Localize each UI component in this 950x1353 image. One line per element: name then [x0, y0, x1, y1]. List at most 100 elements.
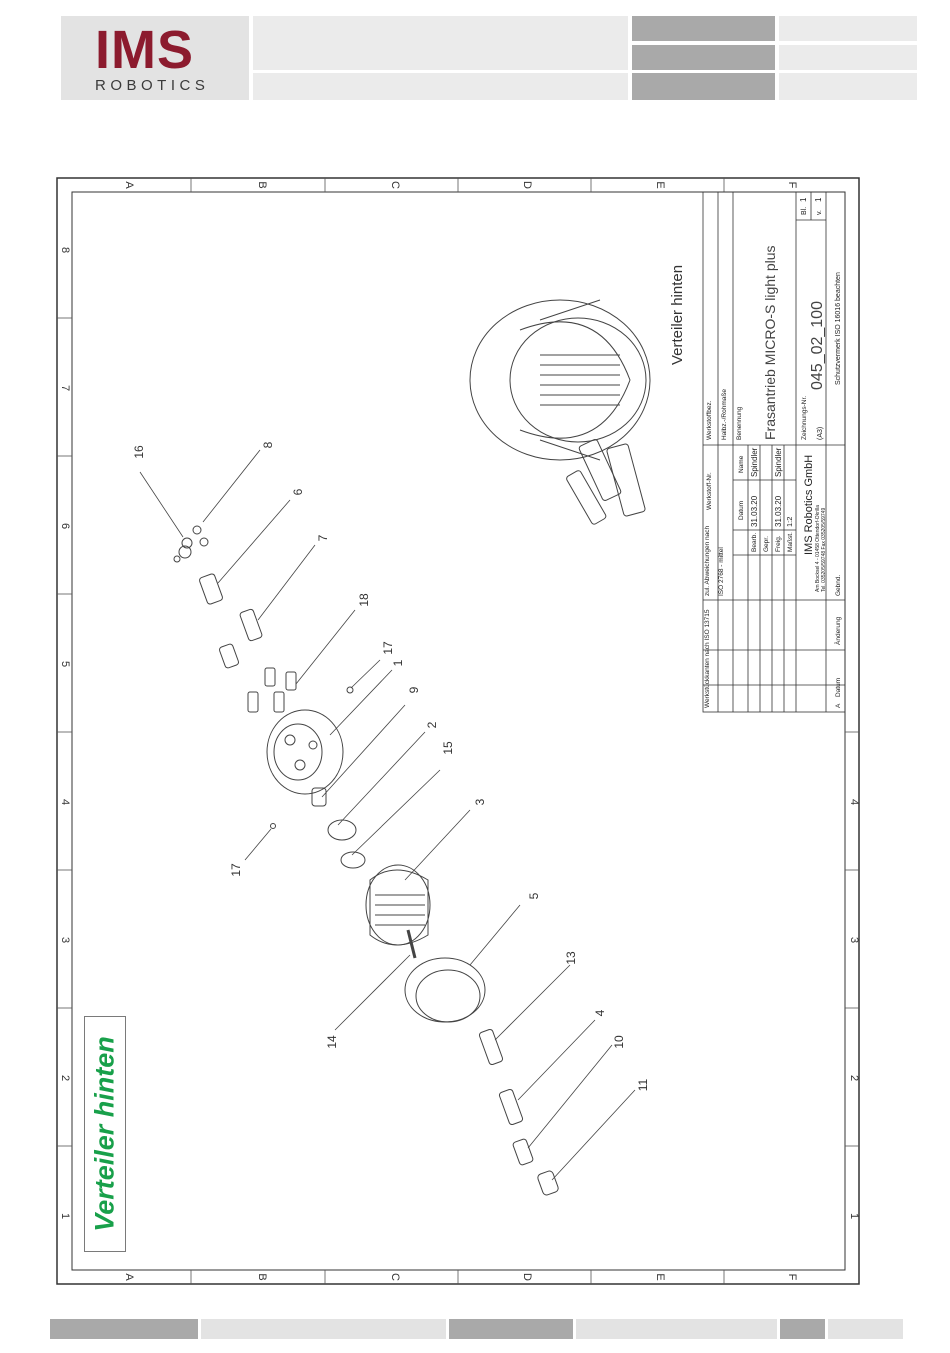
header-value-1	[779, 16, 917, 41]
header-field-3	[632, 73, 775, 100]
view-title: Verteiler hinten	[669, 265, 686, 365]
tb-scale-label: Maßst.	[787, 532, 794, 552]
tb-drawing-no: 045_02_100	[809, 301, 826, 390]
callout-13: 13	[564, 951, 578, 965]
callout-16: 16	[132, 445, 146, 459]
col-letter-a-bottom: A	[123, 1273, 135, 1281]
col-letter-e-bottom: E	[654, 1273, 666, 1280]
tb-material-label: Werkstoffbez.	[706, 400, 713, 440]
header-field-1	[632, 16, 775, 41]
tb-iso: ISO 2768 - mittel	[718, 547, 725, 596]
callout-11: 11	[636, 1078, 650, 1091]
col-letter-b: B	[256, 181, 268, 188]
tb-name-col: Name	[738, 455, 745, 473]
callout-2: 2	[425, 721, 439, 728]
row-number-4: 4	[59, 799, 71, 805]
callout-6: 6	[291, 488, 305, 495]
row-number-2: 2	[59, 1075, 71, 1081]
header-field-2	[632, 45, 775, 70]
col-letter-c: C	[389, 181, 401, 189]
footer-bar-6	[828, 1319, 903, 1339]
tb-title: Frasantrieb MICRO-S light plus	[762, 245, 778, 440]
col-letter-f-bottom: F	[786, 1274, 798, 1281]
tb-blank-label: Halbz.-/Rohmaße	[721, 389, 728, 440]
callout-17a: 17	[381, 641, 395, 655]
callout-4: 4	[593, 1009, 607, 1016]
tb-rev-change: Änderung	[834, 616, 842, 645]
footer-bar-2	[201, 1319, 446, 1339]
callout-15: 15	[441, 741, 455, 755]
callout-17b: 17	[229, 863, 243, 877]
footer-bar-3	[449, 1319, 573, 1339]
callout-9: 9	[407, 686, 421, 693]
footer-bar-1	[50, 1319, 198, 1339]
tb-tol-label: zul. Abweichungen nach	[704, 526, 711, 596]
row-number-7: 7	[59, 385, 71, 391]
logo-wordmark: IMS	[95, 20, 195, 80]
col-letter-e: E	[654, 181, 666, 188]
callout-7: 7	[316, 534, 330, 541]
side-label-box: Verteiler hinten	[84, 1016, 126, 1252]
tb-format: (A3)	[817, 427, 824, 440]
tb-date-col: Datum	[738, 501, 745, 520]
tb-material-no-label: Werkstoff-Nr.	[706, 472, 713, 510]
col-letter-a: A	[123, 181, 135, 189]
tb-release-label: Freig.	[775, 535, 782, 552]
grid-ticks	[57, 178, 859, 1284]
header-value-3	[779, 73, 917, 100]
title-block	[702, 191, 846, 713]
header-field-subtitle	[253, 73, 628, 100]
header-value-2	[779, 45, 917, 70]
row-number-2-right: 2	[848, 1075, 860, 1081]
row-number-5: 5	[59, 661, 71, 667]
company-logo: IMS ROBOTICS	[61, 16, 249, 100]
page-header: IMS ROBOTICS	[61, 16, 917, 100]
tb-sheet-label: Bl.	[801, 207, 808, 215]
row-number-1-right: 1	[848, 1213, 860, 1219]
exploded-parts	[173, 525, 559, 1196]
tb-drawn-name: Spindler	[750, 447, 759, 477]
col-letter-d-bottom: D	[521, 1273, 533, 1281]
tb-sheet-value: 1	[799, 197, 808, 202]
row-number-1: 1	[59, 1213, 71, 1219]
assembled-view	[469, 299, 651, 525]
col-letter-f: F	[786, 182, 798, 189]
callout-18: 18	[357, 593, 371, 607]
tb-rev-a: A	[835, 703, 842, 708]
tb-version-label: v.	[816, 210, 823, 215]
tb-company: IMS Robotics GmbH	[803, 455, 815, 555]
tb-scale-value: 1:2	[785, 517, 794, 527]
col-letter-d: D	[521, 181, 533, 189]
callout-3: 3	[473, 798, 487, 805]
tb-rev-by: Gebnd.	[835, 574, 842, 596]
tb-name-label: Benennung	[736, 406, 743, 440]
tb-phone: Tel. 035205/59748 Fax 035205/59749	[821, 508, 827, 592]
footer-bar-5	[780, 1319, 825, 1339]
row-number-4-right: 4	[848, 799, 860, 805]
row-number-6: 6	[59, 523, 71, 529]
logo-subtitle: ROBOTICS	[95, 77, 210, 94]
drawing-frame-inner	[71, 191, 846, 1271]
callout-10: 10	[612, 1035, 626, 1049]
drawing-frame-outer	[56, 177, 860, 1285]
row-number-3: 3	[59, 937, 71, 943]
tb-address: Am Bocksel 4 - 01458 Ottendorf-Okrilla	[815, 505, 821, 592]
tb-release-name: Spindler	[774, 447, 783, 477]
tb-rev-date: Datum	[835, 678, 842, 697]
callout-1: 1	[391, 659, 405, 666]
tb-version-value: 1	[814, 197, 823, 202]
leader-lines	[139, 449, 636, 1181]
col-letter-c-bottom: C	[389, 1273, 401, 1281]
tb-drawn-date: 31.03.20	[750, 495, 759, 527]
callout-14: 14	[325, 1035, 339, 1049]
callout-8: 8	[261, 441, 275, 448]
side-label: Verteiler hinten	[89, 1036, 120, 1232]
tb-drawn-label: Bearb.	[751, 533, 758, 552]
row-number-3-right: 3	[848, 937, 860, 943]
tb-checked-label: Gepr.	[763, 536, 770, 552]
col-letter-b-bottom: B	[256, 1273, 268, 1280]
callout-5: 5	[527, 892, 541, 899]
footer-bar-4	[576, 1319, 777, 1339]
tb-protection-note: Schutzvermerk ISO 16016 beachten	[835, 272, 842, 385]
